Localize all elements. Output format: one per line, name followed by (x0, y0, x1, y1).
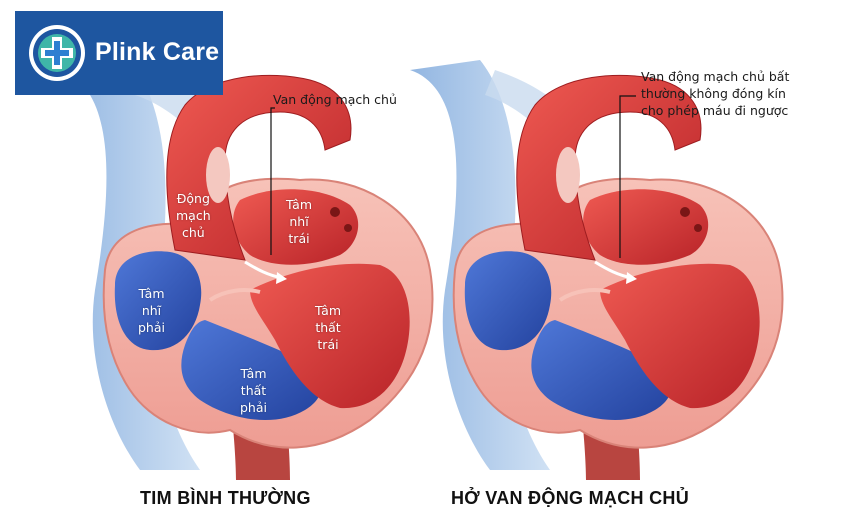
normal-heart (58, 58, 435, 482)
caption-normal-heart: TIM BÌNH THƯỜNG (140, 488, 311, 508)
callout-line-regurgitation (619, 95, 636, 258)
caption-aortic-regurgitation: HỞ VAN ĐỘNG MẠCH CHỦ (451, 488, 690, 508)
callout-line-normal (270, 107, 275, 255)
logo-text: Plink Care (95, 38, 220, 66)
regurgitation-heart (408, 58, 785, 482)
callout-abnormal-valve: Van động mạch chủ bất thường không đóng … (641, 69, 790, 118)
label-aorta: Động mạch chủ (176, 191, 211, 240)
plus-cross-icon (29, 25, 85, 81)
callout-normal-valve: Van động mạch chủ (273, 92, 397, 107)
label-right-ventricle: Tâm thất phải (240, 366, 267, 415)
label-right-atrium: Tâm nhĩ phải (138, 286, 165, 335)
plink-care-logo: Plink Care (15, 11, 223, 95)
label-left-ventricle: Tâm thất trái (315, 303, 342, 352)
label-left-atrium: Tâm nhĩ trái (286, 197, 313, 246)
